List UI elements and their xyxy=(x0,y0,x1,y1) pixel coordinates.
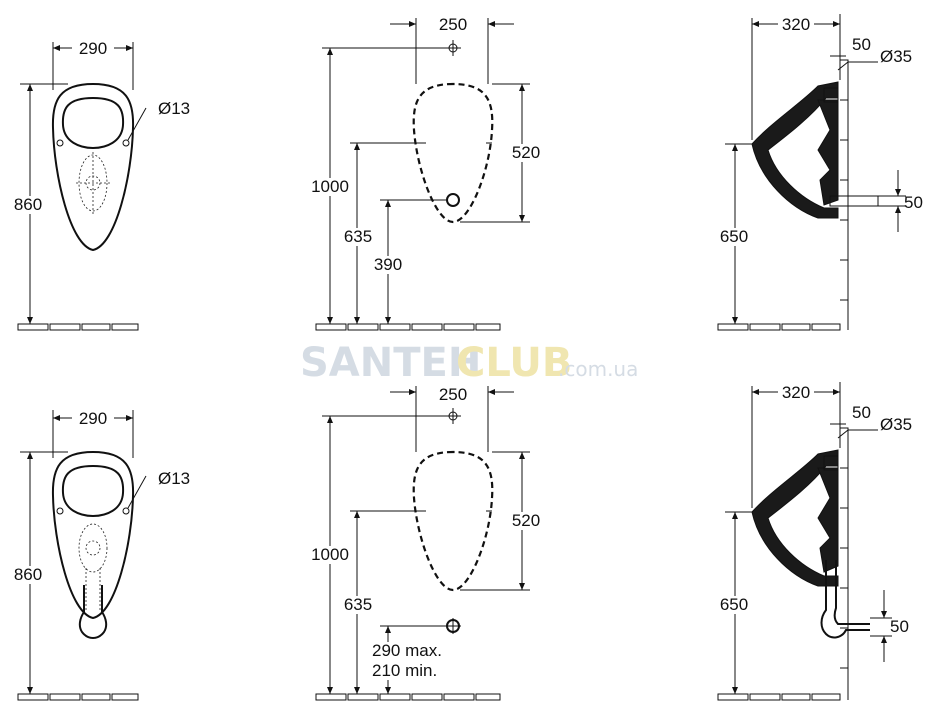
urinal-section xyxy=(751,449,839,587)
floor-tiles xyxy=(315,693,501,701)
dim-inlet-offset: 50 xyxy=(852,403,871,422)
front-view-bottom: 290 860 Ø13 xyxy=(12,409,190,701)
dim-outlet: 50 xyxy=(904,193,923,212)
siphon xyxy=(820,560,870,639)
side-view-top: 320 50 Ø35 650 50 xyxy=(716,14,923,331)
watermark-part1: SANTEH xyxy=(300,340,481,386)
dim-inlet-diameter: Ø35 xyxy=(880,47,912,66)
dim-spacing: 250 xyxy=(439,15,467,34)
floor-tiles xyxy=(717,693,841,701)
dim-outlet: 50 xyxy=(890,617,909,636)
oval-dashed xyxy=(412,82,494,224)
watermark-part2: CLUB xyxy=(456,340,572,386)
front-view-top: 290 860 Ø13 xyxy=(12,39,190,331)
urinal-section xyxy=(751,81,839,219)
urinal-outline xyxy=(51,82,135,252)
dim-total-height: 1000 xyxy=(311,545,349,564)
dim-hole: Ø13 xyxy=(158,469,190,488)
dim-side-holes: 635 xyxy=(344,227,372,246)
wall xyxy=(840,59,849,330)
dim-spacing: 250 xyxy=(439,385,467,404)
dim-outlet-max: 290 max. xyxy=(372,641,442,660)
side-view-bottom: 320 50 Ø35 650 50 xyxy=(716,382,912,701)
urinal-outline xyxy=(51,450,135,620)
dim-rim-height: 650 xyxy=(720,595,748,614)
floor-tiles xyxy=(17,693,139,701)
dim-oval-height: 520 xyxy=(512,511,540,530)
dim-height: 860 xyxy=(14,195,42,214)
mounting-view-bottom: 250 1000 520 635 290 max. 210 min. xyxy=(308,385,544,701)
mounting-view-top: 250 1000 520 635 390 xyxy=(308,15,544,331)
floor-tiles xyxy=(717,323,841,331)
wall xyxy=(840,427,849,700)
watermark: SANTEH CLUB .com.ua xyxy=(300,340,638,386)
dim-depth: 320 xyxy=(782,15,810,34)
siphon xyxy=(78,585,108,639)
oval-dashed xyxy=(412,450,494,592)
floor-tiles xyxy=(315,323,501,331)
dim-width: 290 xyxy=(79,409,107,428)
dim-height: 860 xyxy=(14,565,42,584)
dim-width: 290 xyxy=(79,39,107,58)
dim-outlet: 390 xyxy=(374,255,402,274)
dim-side-holes: 635 xyxy=(344,595,372,614)
dim-rim-height: 650 xyxy=(720,227,748,246)
dim-hole: Ø13 xyxy=(158,99,190,118)
dim-inlet-offset: 50 xyxy=(852,35,871,54)
dim-depth: 320 xyxy=(782,383,810,402)
dim-inlet-diameter: Ø35 xyxy=(880,415,912,434)
dim-oval-height: 520 xyxy=(512,143,540,162)
floor-tiles xyxy=(17,323,139,331)
dim-total-height: 1000 xyxy=(311,177,349,196)
dim-outlet-min: 210 min. xyxy=(372,661,437,680)
watermark-part3: .com.ua xyxy=(558,357,638,381)
